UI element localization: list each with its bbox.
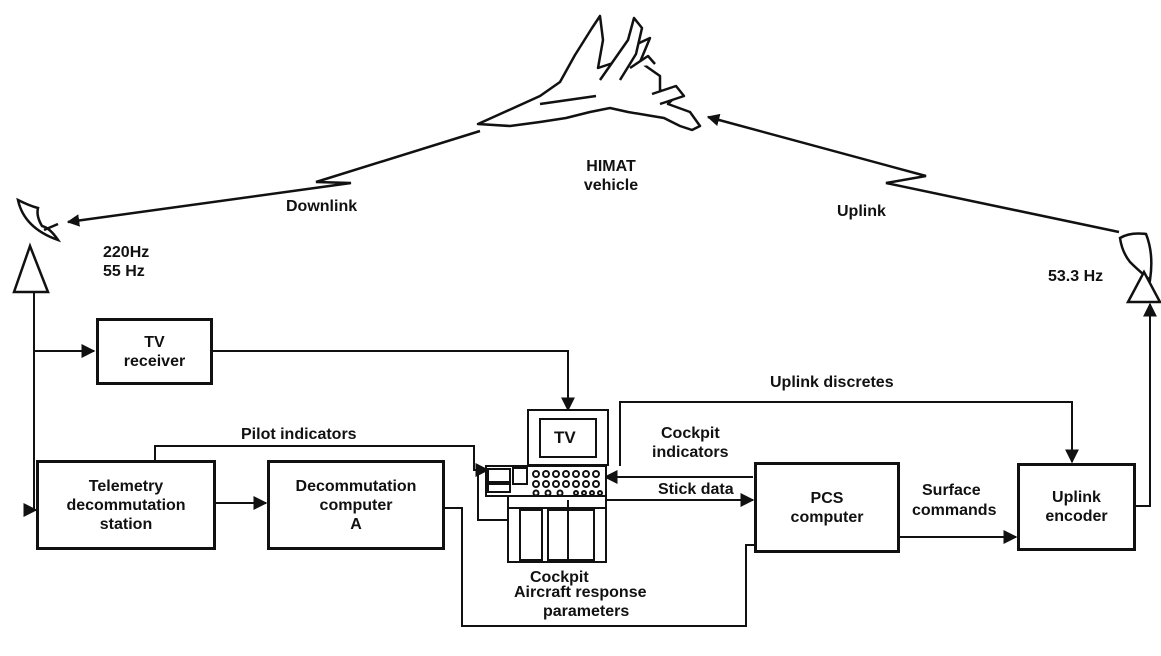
- downlink-beam: [66, 129, 481, 227]
- telemetry-station-block: Telemetry decommutation station: [36, 460, 216, 550]
- decom-line2: computer: [319, 496, 393, 514]
- uplink-freq: 53.3 Hz: [1048, 268, 1104, 285]
- ground-antenna-right-icon: [1118, 232, 1161, 304]
- vehicle-label: HIMAT vehicle: [576, 157, 646, 195]
- tv-receiver-line2: receiver: [123, 352, 186, 370]
- vehicle-label-line2: vehicle: [583, 177, 639, 194]
- tv-receiver-block: TV receiver: [96, 318, 213, 385]
- aircraft-icon: [476, 14, 702, 132]
- telemetry-line2: decommutation: [66, 496, 186, 514]
- cockpit-tv-label: TV: [554, 428, 576, 447]
- uplink-label: Uplink: [837, 203, 886, 220]
- aircraft-response-label-1: Aircraft response: [514, 584, 647, 601]
- pcs-computer-block: PCS computer: [754, 462, 900, 553]
- pilot-indicators-label: Pilot indicators: [241, 426, 357, 443]
- downlink-freq-2: 55 Hz: [103, 263, 145, 280]
- vehicle-label-line1: HIMAT: [586, 158, 636, 175]
- decommutation-computer-block: Decommutation computer A: [267, 460, 445, 550]
- decom-line1: Decommutation: [295, 477, 417, 495]
- cockpit-console-icon: [485, 409, 609, 563]
- telemetry-line1: Telemetry: [88, 477, 164, 495]
- downlink-label: Downlink: [286, 198, 358, 215]
- pcs-line1: PCS: [810, 489, 844, 507]
- ground-antenna-left-icon: [12, 197, 62, 294]
- stick-data-label: Stick data: [658, 481, 734, 498]
- uplink-beam: [706, 113, 1120, 234]
- downlink-freq-1: 220Hz: [103, 244, 150, 261]
- uplink-encoder-line2: encoder: [1045, 508, 1108, 525]
- uplink-discretes-label: Uplink discretes: [770, 374, 894, 391]
- tv-receiver-line1: TV: [144, 333, 165, 351]
- cockpit-label: Cockpit: [530, 569, 589, 586]
- telemetry-line3: station: [99, 515, 153, 533]
- surface-commands-label-1: Surface: [922, 482, 981, 499]
- uplink-encoder-line1: Uplink: [1052, 489, 1101, 506]
- cockpit-indicators-label-1: Cockpit: [661, 425, 720, 442]
- aircraft-response-label-2: parameters: [543, 603, 630, 620]
- decom-line3: A: [350, 515, 362, 533]
- pcs-line2: computer: [790, 508, 864, 526]
- cockpit-indicators-label-2: indicators: [652, 444, 729, 461]
- uplink-encoder-block: Uplink encoder: [1017, 463, 1136, 551]
- surface-commands-label-2: commands: [912, 502, 997, 519]
